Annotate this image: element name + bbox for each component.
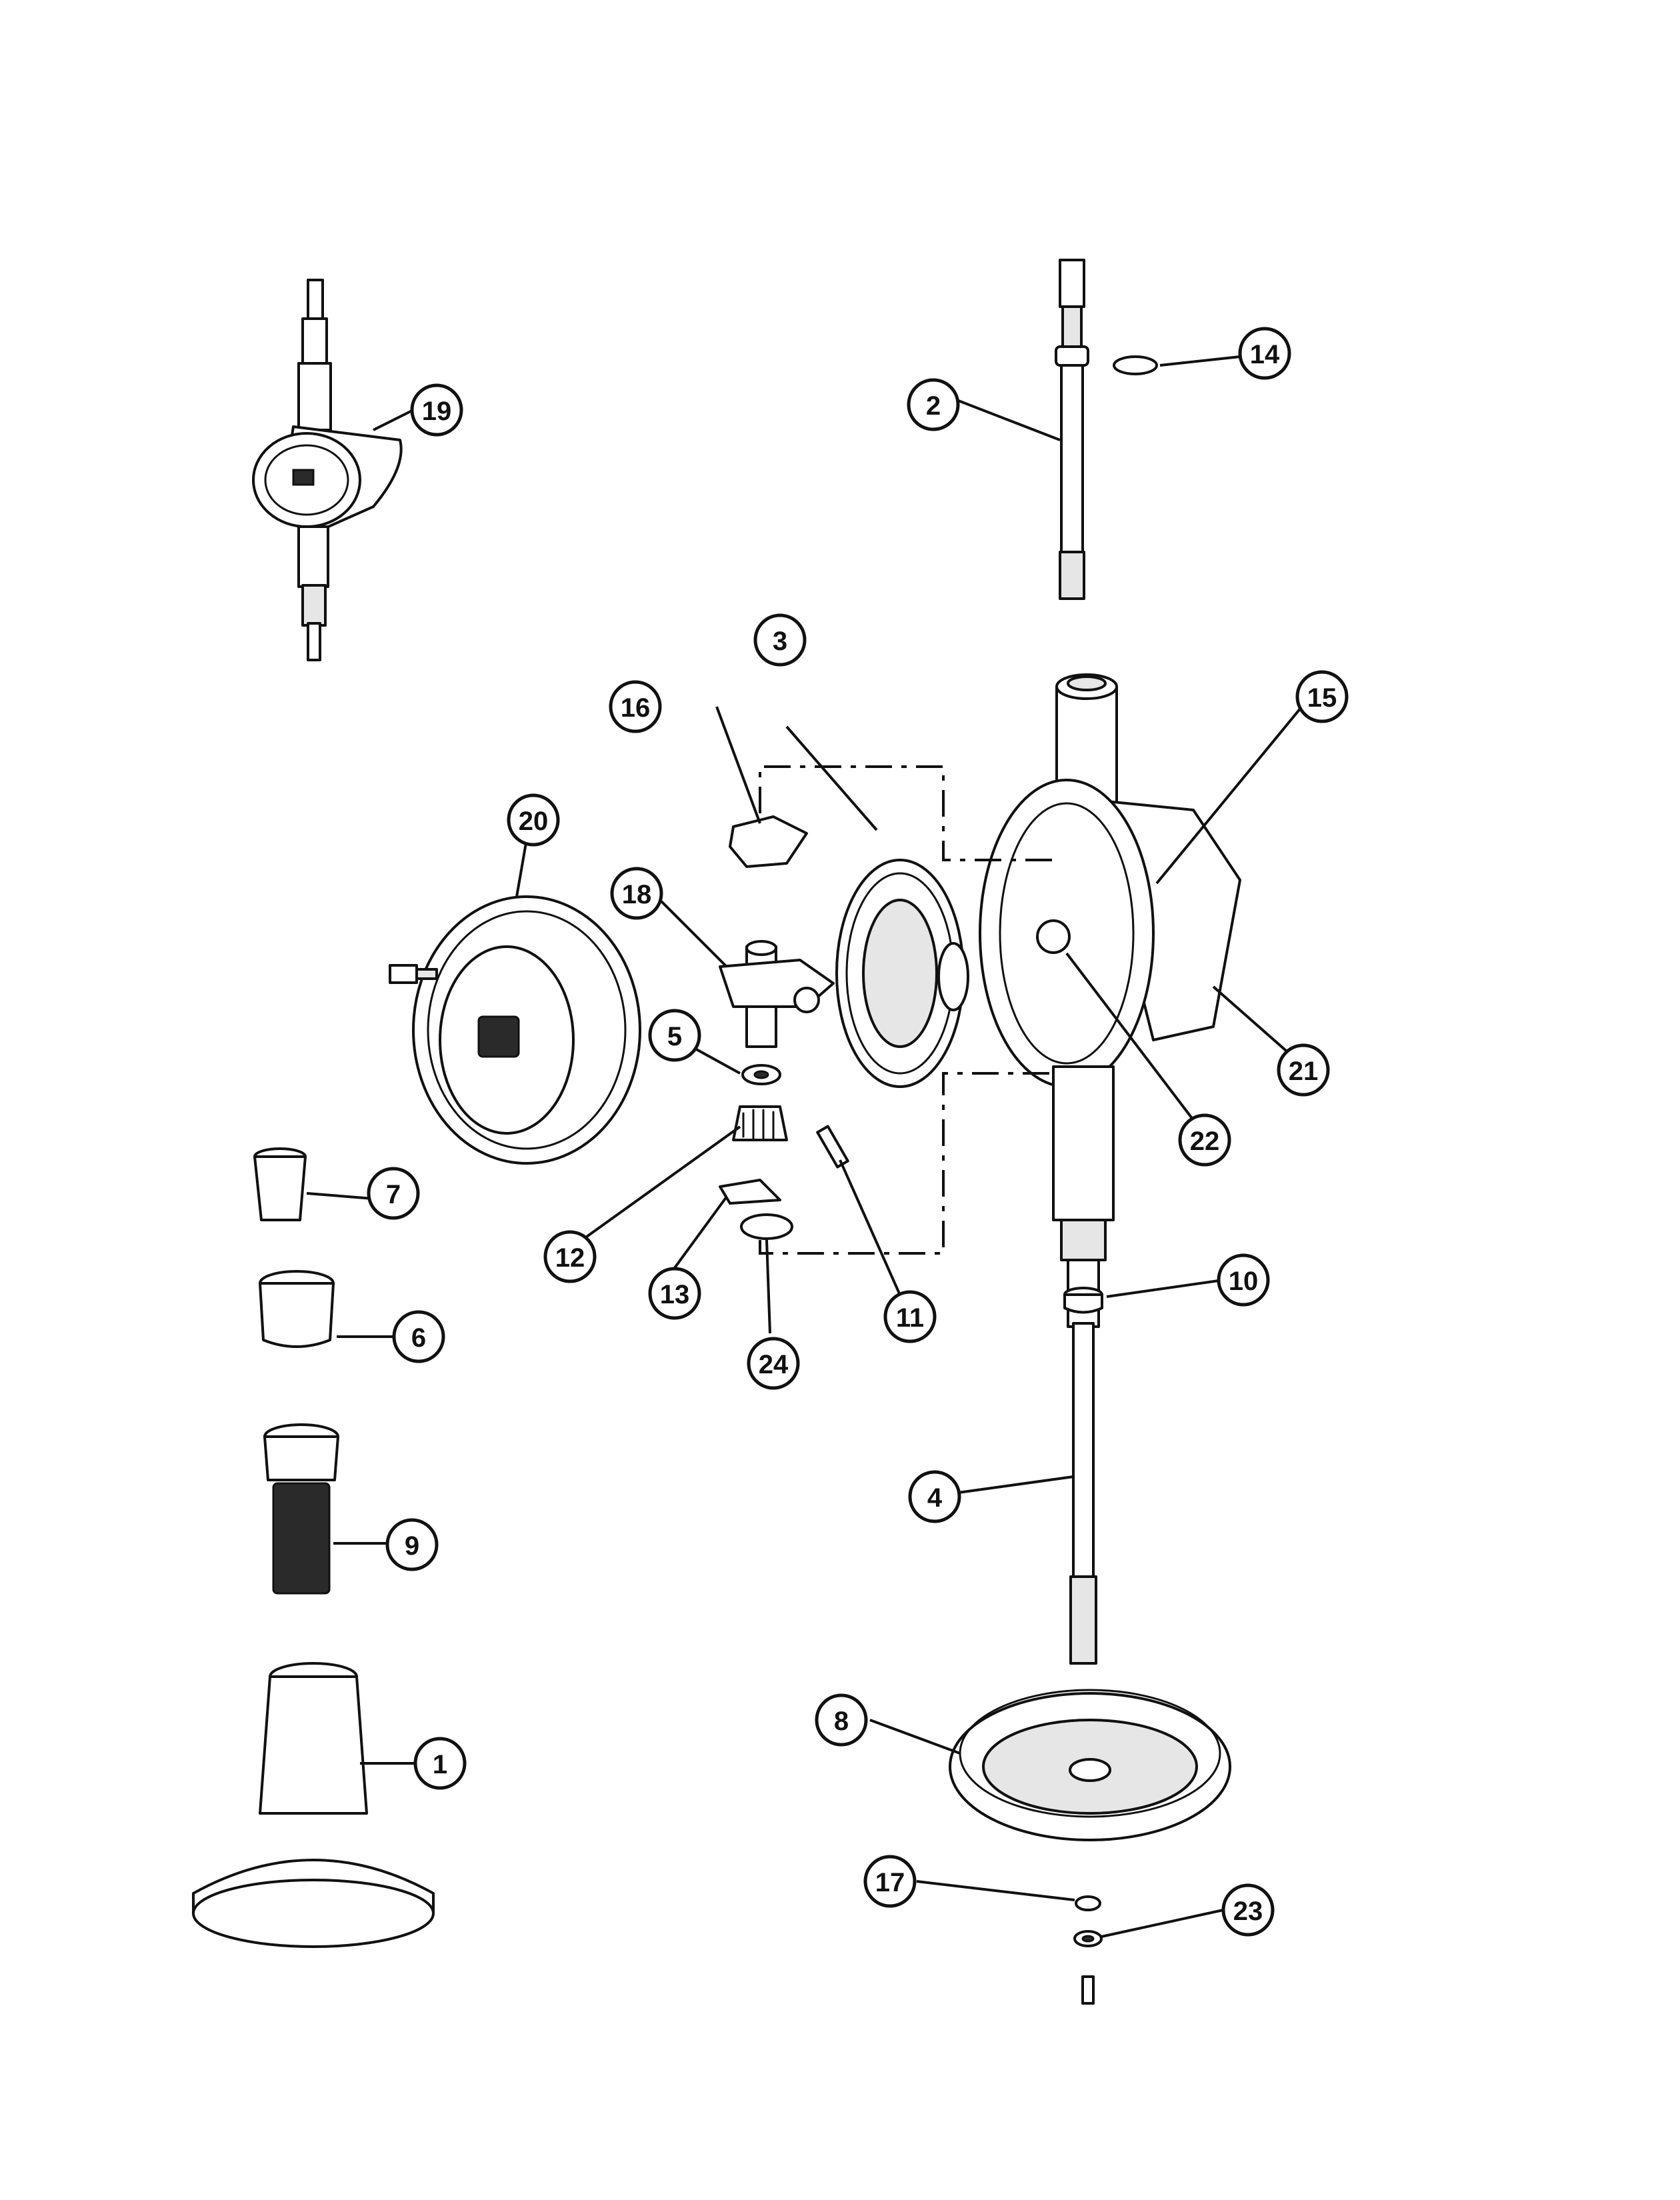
callout-18-label: 18 — [622, 880, 652, 909]
callout-9: 9 — [385, 1518, 439, 1571]
callout-11: 11 — [883, 1290, 937, 1343]
part-12-pinion-gear — [732, 1105, 788, 1141]
callout-22: 22 — [1178, 1113, 1231, 1167]
part-24-washer — [740, 1213, 793, 1240]
callout-7: 7 — [367, 1167, 420, 1220]
callout-13: 13 — [648, 1267, 701, 1320]
callout-19-label: 19 — [422, 397, 452, 426]
callout-14-label: 14 — [1250, 340, 1280, 369]
callout-21: 21 — [1277, 1043, 1330, 1097]
callout-16: 16 — [609, 680, 662, 733]
callout-12: 12 — [543, 1230, 597, 1283]
callout-16-label: 16 — [621, 693, 651, 723]
callout-3: 3 — [753, 613, 807, 667]
part-17-ring — [1075, 1895, 1101, 1911]
callout-6: 6 — [392, 1310, 445, 1363]
callout-9-label: 9 — [405, 1531, 419, 1561]
callout-18: 18 — [610, 867, 663, 920]
part-9-filter — [263, 1423, 339, 1595]
alignment-line-lower — [759, 1072, 1057, 1255]
part-2-shaft — [1055, 259, 1089, 600]
callout-5: 5 — [648, 1009, 701, 1062]
part-5-washer — [741, 1064, 781, 1085]
part-20-cover — [412, 895, 641, 1165]
callout-6-label: 6 — [411, 1323, 426, 1353]
callout-19: 19 — [410, 383, 463, 437]
callout-24-label: 24 — [759, 1350, 789, 1379]
part-21-housing — [979, 673, 1241, 1328]
callout-2: 2 — [907, 378, 960, 431]
alignment-line-upper — [759, 765, 1057, 861]
callout-5-label: 5 — [667, 1022, 682, 1051]
part-4-agitator-shaft — [1069, 1322, 1097, 1665]
callout-1-label: 1 — [433, 1750, 447, 1779]
callout-4-label: 4 — [927, 1483, 943, 1513]
callout-21-label: 21 — [1289, 1057, 1319, 1086]
part-7-insert — [253, 1147, 307, 1221]
callout-11-label: 11 — [896, 1303, 924, 1333]
callout-8-label: 8 — [834, 1707, 849, 1736]
callout-20: 20 — [507, 793, 560, 847]
callout-23: 23 — [1221, 1883, 1275, 1937]
callout-14: 14 — [1238, 327, 1291, 380]
callout-20-label: 20 — [519, 807, 549, 836]
callout-1: 1 — [413, 1737, 467, 1790]
callout-8: 8 — [815, 1693, 868, 1747]
callout-7-label: 7 — [386, 1180, 401, 1209]
callout-15: 15 — [1295, 670, 1349, 723]
part-23-nut — [1073, 1930, 1103, 1947]
callout-12-label: 12 — [555, 1243, 585, 1273]
part-13-plate — [719, 1179, 781, 1205]
callout-2-label: 2 — [926, 391, 941, 421]
callout-22-label: 22 — [1190, 1127, 1220, 1156]
callout-4: 4 — [908, 1470, 961, 1523]
part-1-agitator — [192, 1662, 435, 1948]
callout-3-label: 3 — [773, 627, 787, 656]
part-6-bushing — [259, 1270, 335, 1348]
callout-10-label: 10 — [1229, 1267, 1259, 1296]
part-3-drive-gear — [835, 859, 969, 1088]
part-19-transmission-assembly — [252, 279, 403, 661]
part-16-clip — [729, 815, 808, 868]
callout-17: 17 — [863, 1855, 917, 1908]
callout-17-label: 17 — [875, 1868, 905, 1897]
part-10-bushing — [1063, 1287, 1103, 1314]
callout-13-label: 13 — [660, 1280, 690, 1309]
callout-23-label: 23 — [1233, 1897, 1263, 1926]
cover-bolt — [389, 964, 438, 984]
callout-24: 24 — [747, 1337, 800, 1390]
callout-10: 10 — [1217, 1253, 1270, 1307]
callout-15-label: 15 — [1307, 683, 1337, 713]
part-11-pin — [816, 1125, 849, 1169]
bottom-screw — [1081, 1975, 1095, 2005]
part-14-washer — [1113, 355, 1158, 375]
part-8-pulley — [949, 1689, 1231, 1841]
part-18-yoke — [719, 940, 835, 1048]
